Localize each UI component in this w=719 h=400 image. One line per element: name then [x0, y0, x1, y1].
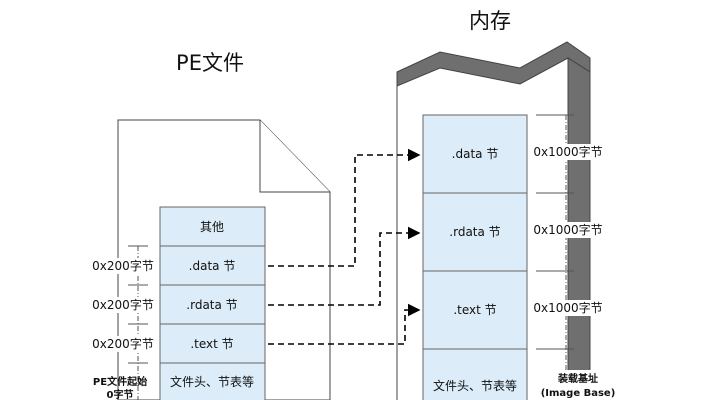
pe-size-label-3: 0x200字节 — [92, 336, 154, 351]
pe-sections: 其他 .data 节 .rdata 节 .text 节 文件头、节表等 — [159, 206, 266, 400]
pe-start-label: PE文件起始 — [93, 375, 147, 388]
image-base-label: (Image Base) — [541, 388, 616, 399]
arrow-rdata — [268, 226, 421, 306]
mem-size-markers — [536, 114, 574, 400]
load-base-label: 装载基址 — [557, 372, 598, 385]
pe-section-other-label: 其他 — [200, 220, 224, 234]
mem-size-label-2: 0x1000字节 — [533, 222, 602, 237]
memory-title: 内存 — [469, 9, 511, 33]
pe-section-header-label: 文件头、节表等 — [170, 374, 254, 389]
mapping-arrows — [268, 148, 421, 345]
pe-section-data-label: .data 节 — [189, 259, 236, 273]
arrow-text — [268, 303, 421, 345]
pe-size-markers — [128, 245, 148, 400]
arrow-data — [268, 148, 421, 267]
mem-section-data-label: .data 节 — [452, 147, 499, 161]
mem-section-text — [422, 270, 528, 350]
pe-section-text — [159, 323, 266, 364]
pe-section-data — [159, 245, 266, 286]
pe-offset-label: 0字节 — [107, 388, 134, 400]
pe-section-rdata-label: .rdata 节 — [186, 298, 237, 312]
mem-section-data — [422, 114, 528, 194]
mem-section-header-label: 文件头、节表等 — [433, 378, 517, 393]
mem-section-rdata-label: .rdata 节 — [449, 225, 500, 239]
mem-section-header — [422, 348, 528, 400]
pe-section-header — [159, 362, 266, 400]
mem-size-label-1: 0x1000字节 — [533, 144, 602, 159]
pe-size-label-2: 0x200字节 — [92, 297, 154, 312]
pe-section-text-label: .text 节 — [190, 337, 233, 351]
mem-size-label-3: 0x1000字节 — [533, 300, 602, 315]
mem-section-rdata — [422, 192, 528, 272]
pe-section-rdata — [159, 284, 266, 325]
pe-size-label-1: 0x200字节 — [92, 258, 154, 273]
pe-title: PE文件 — [176, 51, 244, 75]
memory-sections: .data 节 .rdata 节 .text 节 文件头、节表等 — [422, 114, 528, 400]
mem-section-text-label: .text 节 — [453, 303, 496, 317]
